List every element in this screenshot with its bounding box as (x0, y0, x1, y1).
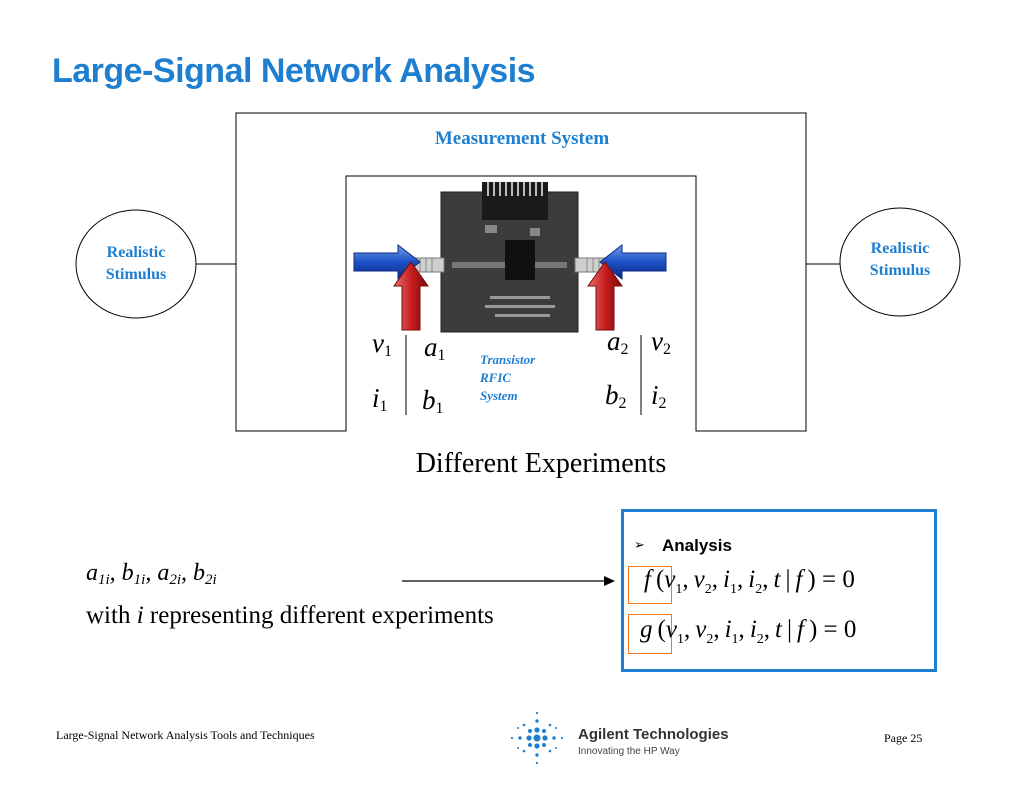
port2-current: i2 (651, 380, 667, 412)
footer-title: Large-Signal Network Analysis Tools and … (56, 728, 315, 742)
eq2-highlight (628, 614, 672, 654)
dut-label-line3: System (480, 388, 518, 403)
stimulus-right-line1: Realistic (870, 240, 930, 257)
equation-f: f (v1, v2, i1, i2, t | f ) = 0 (644, 566, 855, 597)
experiments-note: with i representing different experiment… (86, 602, 494, 629)
agilent-logo-name: Agilent Technologies (578, 726, 729, 743)
measurement-system-label: Measurement System (434, 128, 610, 149)
stimulus-right-label: Realistic Stimulus (850, 238, 950, 282)
port1-incident-wave: a1 (424, 332, 446, 364)
port2-voltage: v2 (651, 326, 671, 358)
stimulus-right-line2: Stimulus (869, 262, 931, 279)
dut-label: Transistor RFIC System (480, 351, 535, 405)
reflected-wave-arrow-right (587, 261, 623, 331)
analysis-label: Analysis (662, 536, 732, 555)
page-number: Page 25 (884, 731, 923, 745)
port1-reflected-wave: b1 (422, 385, 444, 417)
stimulus-right-circle (839, 207, 961, 317)
experiments-caption: Different Experiments (415, 448, 667, 479)
stimulus-left-line1: Realistic (106, 244, 166, 261)
waves-expression: a1i, b1i, a2i, b2i (86, 560, 217, 588)
analysis-bullet-icon: ➢ (634, 538, 645, 553)
port1-voltage: v1 (372, 328, 392, 360)
measurement-system-frame (235, 112, 807, 432)
analysis-box (621, 509, 937, 672)
stimulus-left-line2: Stimulus (105, 266, 167, 283)
reflected-wave-arrow-left (393, 261, 429, 331)
agilent-logo-tagline: Innovating the HP Way (578, 746, 680, 757)
dut-label-line1: Transistor (480, 352, 536, 367)
port2-incident-wave: a2 (607, 326, 629, 358)
dut-label-line2: RFIC (480, 370, 512, 385)
equation-g: g (v1, v2, i1, i2, t | f ) = 0 (640, 616, 857, 647)
agilent-spark-logo (510, 711, 564, 765)
slide-title: Large-Signal Network Analysis (52, 52, 536, 90)
eq1-highlight (628, 566, 672, 604)
port2-reflected-wave: b2 (605, 380, 627, 412)
dut-board-photo (413, 182, 606, 333)
stimulus-left-label: Realistic Stimulus (86, 242, 186, 286)
port1-current: i1 (372, 383, 388, 415)
